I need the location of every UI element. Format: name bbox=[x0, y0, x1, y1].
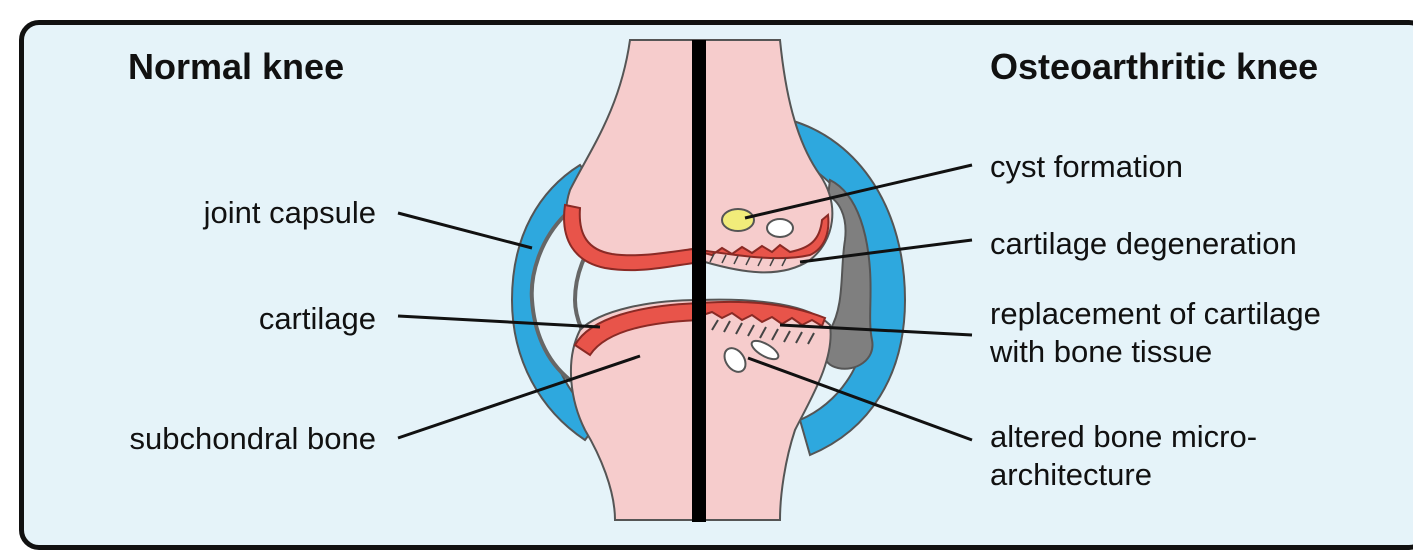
label-altered-line-2: architecture bbox=[990, 456, 1257, 494]
cyst-icon bbox=[722, 209, 754, 231]
heading-osteoarthritic-knee: Osteoarthritic knee bbox=[990, 46, 1318, 88]
label-replacement-line-1: replacement of cartilage bbox=[990, 295, 1321, 333]
label-cartilage-degeneration: cartilage degeneration bbox=[990, 225, 1297, 263]
leader-joint-capsule bbox=[398, 213, 532, 248]
label-replacement-of-cartilage: replacement of cartilage with bone tissu… bbox=[990, 295, 1321, 371]
label-subchondral-bone: subchondral bone bbox=[130, 420, 376, 458]
label-cyst-formation: cyst formation bbox=[990, 148, 1183, 186]
label-altered-bone-microarchitecture: altered bone micro- architecture bbox=[990, 418, 1257, 494]
label-joint-capsule: joint capsule bbox=[204, 194, 376, 232]
heading-normal-knee: Normal knee bbox=[128, 46, 344, 88]
label-altered-line-1: altered bone micro- bbox=[990, 418, 1257, 456]
bone-cavity-upper bbox=[767, 219, 793, 237]
label-cartilage: cartilage bbox=[259, 300, 376, 338]
label-replacement-line-2: with bone tissue bbox=[990, 333, 1321, 371]
divider-line bbox=[692, 40, 706, 522]
